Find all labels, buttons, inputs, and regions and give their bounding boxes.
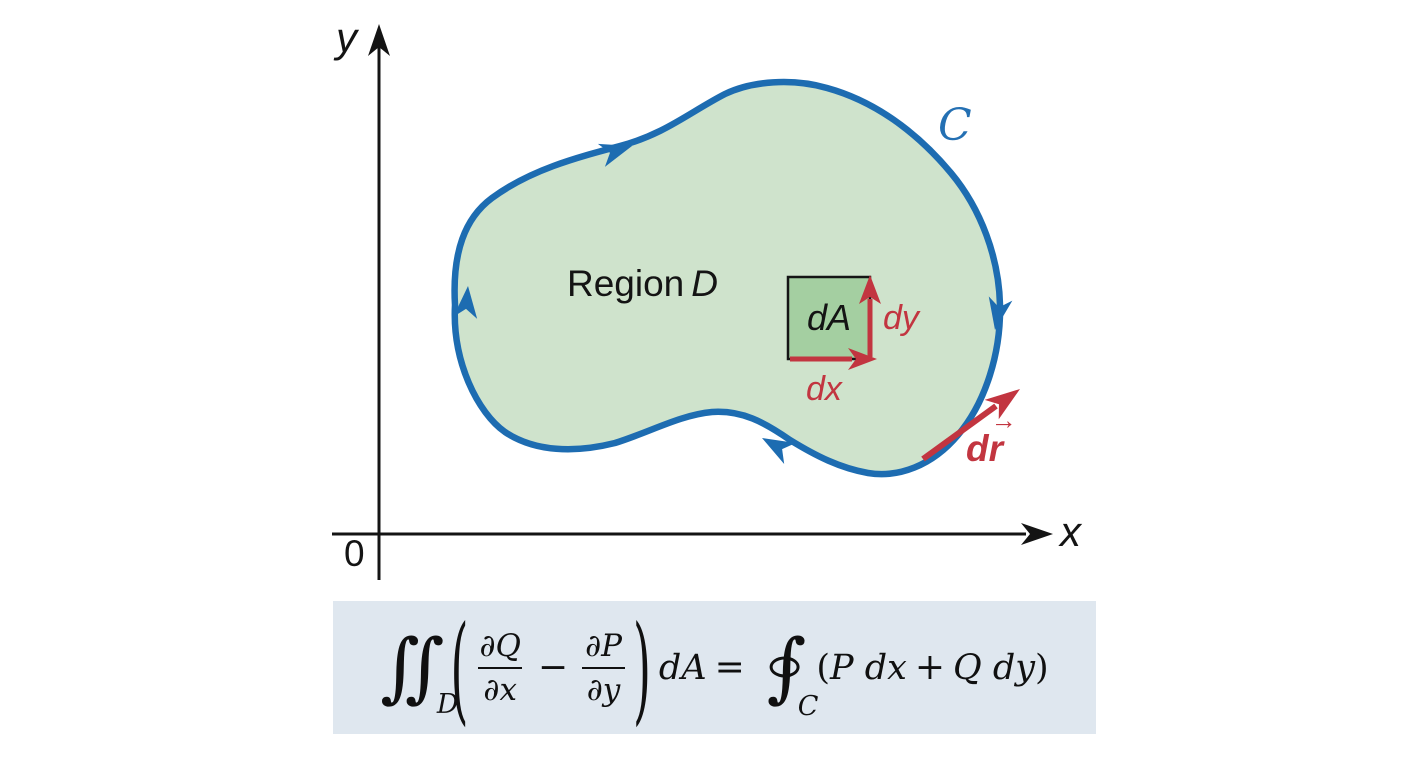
open-big-paren: ( <box>450 598 469 737</box>
x-axis-arrowhead <box>1021 523 1053 545</box>
curve-c-label: C <box>938 100 972 151</box>
integrand-open-paren: ( <box>816 647 831 688</box>
region-d-shape <box>451 78 1004 478</box>
curve-arrowhead-right <box>988 296 1013 330</box>
contour-integral: ∫ C <box>766 622 819 722</box>
y-axis-label: y <box>336 14 357 61</box>
plus-sign: + <box>914 647 946 688</box>
origin-label: 0 <box>344 533 365 574</box>
dy-label: dy <box>883 299 919 337</box>
dy-arrowhead <box>859 275 881 304</box>
partial-p-over-y: ∂P ∂y <box>580 628 627 708</box>
curve-arrowhead-left <box>453 286 478 319</box>
curve-direction-arrowheads <box>453 143 1013 465</box>
minus-sign: − <box>537 647 569 688</box>
equals-sign: = <box>714 647 745 688</box>
dr-vector-label: d→r <box>966 407 1017 470</box>
dr-d: d <box>966 428 989 469</box>
curve-arrowhead-bottom <box>762 438 796 465</box>
contour-integral-ring <box>769 656 800 678</box>
close-big-paren: ) <box>632 598 651 737</box>
area-differential: dA <box>658 647 707 688</box>
dr-r: r <box>988 428 1004 469</box>
partial-q-over-x: ∂Q ∂x <box>478 627 522 708</box>
p-dx-term: P dx <box>830 647 907 688</box>
dx-label: dx <box>806 370 842 408</box>
region-word: Region <box>567 263 685 304</box>
double-integral-subscript: D <box>436 688 459 720</box>
dx-arrowhead <box>848 348 877 370</box>
y-axis-arrowhead <box>368 24 390 56</box>
region-variable: D <box>691 263 718 304</box>
double-integral: ∫∫ D <box>380 622 459 720</box>
contour-integral-subscript: C <box>797 690 819 722</box>
curve-arrowhead-top <box>597 143 632 167</box>
vector-arrow-icon: → <box>990 405 1017 435</box>
dr-arrowhead <box>984 389 1020 420</box>
axes <box>332 34 1026 580</box>
dr-arrow <box>921 403 998 462</box>
integrand-close-paren: ) <box>1035 647 1049 688</box>
da-label: dA <box>806 297 852 338</box>
da-square <box>786 275 872 361</box>
differential-arrows <box>790 275 1020 462</box>
x-axis-label: x <box>1060 508 1081 555</box>
greens-theorem-formula: ∫∫ D ( ∂Q ∂x − ∂P ∂y ) dA = ∫ C ( P d <box>333 601 1096 734</box>
q-dy-term: Q dy <box>953 647 1036 688</box>
